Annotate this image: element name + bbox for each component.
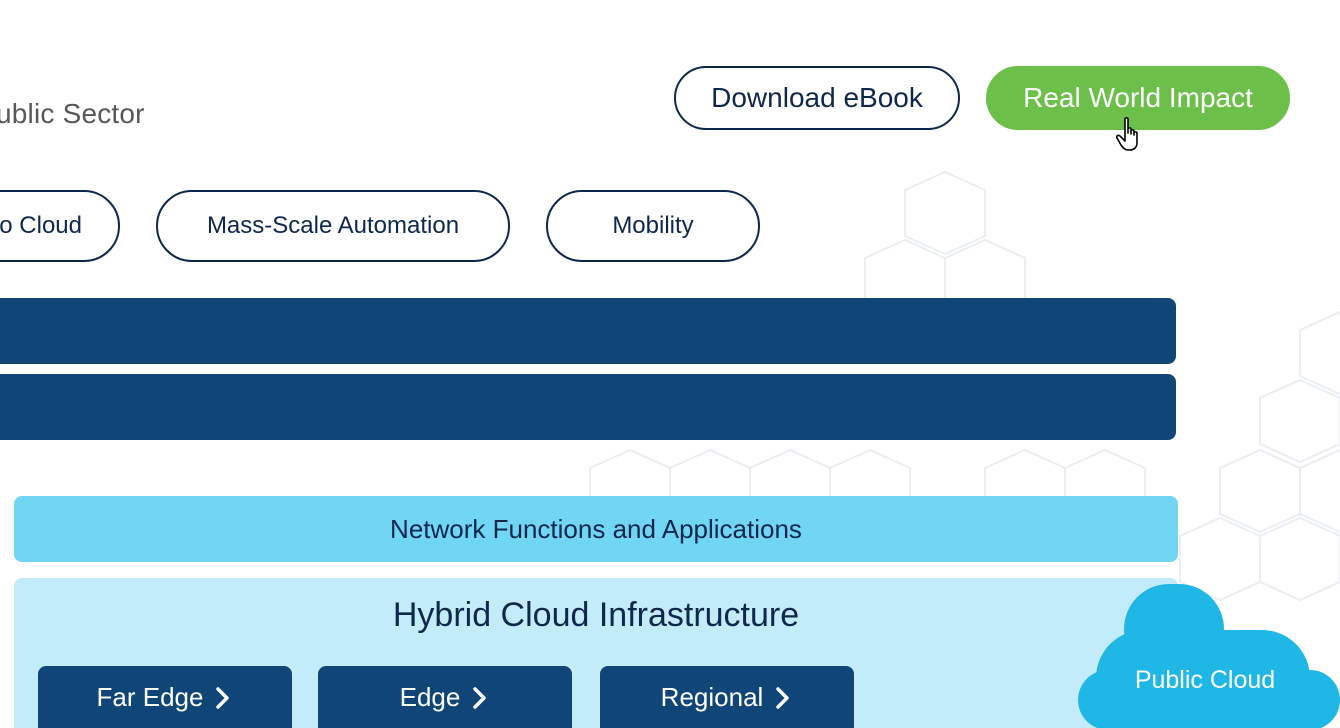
- chevron-right-icon: [776, 687, 790, 709]
- public-cloud-label: Public Cloud: [1134, 666, 1276, 694]
- network-functions-layer[interactable]: Network Functions and Applications: [14, 496, 1178, 562]
- public-cloud-shape[interactable]: [1078, 584, 1340, 728]
- hand-pointer-icon: [1116, 117, 1138, 151]
- tag-cloud[interactable]: o Cloud: [0, 190, 120, 262]
- tag-mass-scale-automation[interactable]: Mass-Scale Automation: [156, 190, 510, 262]
- far-edge-label: Far Edge: [96, 682, 204, 712]
- regional-button[interactable]: Regional: [600, 666, 854, 728]
- far-edge-button[interactable]: Far Edge: [38, 666, 292, 728]
- edge-label: Edge: [399, 682, 461, 712]
- chevron-right-icon: [473, 687, 487, 709]
- edge-button[interactable]: Edge: [318, 666, 572, 728]
- regional-label: Regional: [660, 682, 764, 712]
- layer-bar-2: [0, 374, 1176, 440]
- layer-bar-1: [0, 298, 1176, 364]
- hybrid-cloud-title: Hybrid Cloud Infrastructure: [392, 596, 800, 634]
- network-functions-label: Network Functions and Applications: [390, 513, 802, 544]
- tag-mobility[interactable]: Mobility: [546, 190, 760, 262]
- real-world-impact-button[interactable]: Real World Impact: [986, 66, 1290, 130]
- chevron-right-icon: [216, 687, 230, 709]
- sector-label: ublic Sector: [0, 98, 145, 129]
- download-ebook-button[interactable]: Download eBook: [674, 66, 960, 130]
